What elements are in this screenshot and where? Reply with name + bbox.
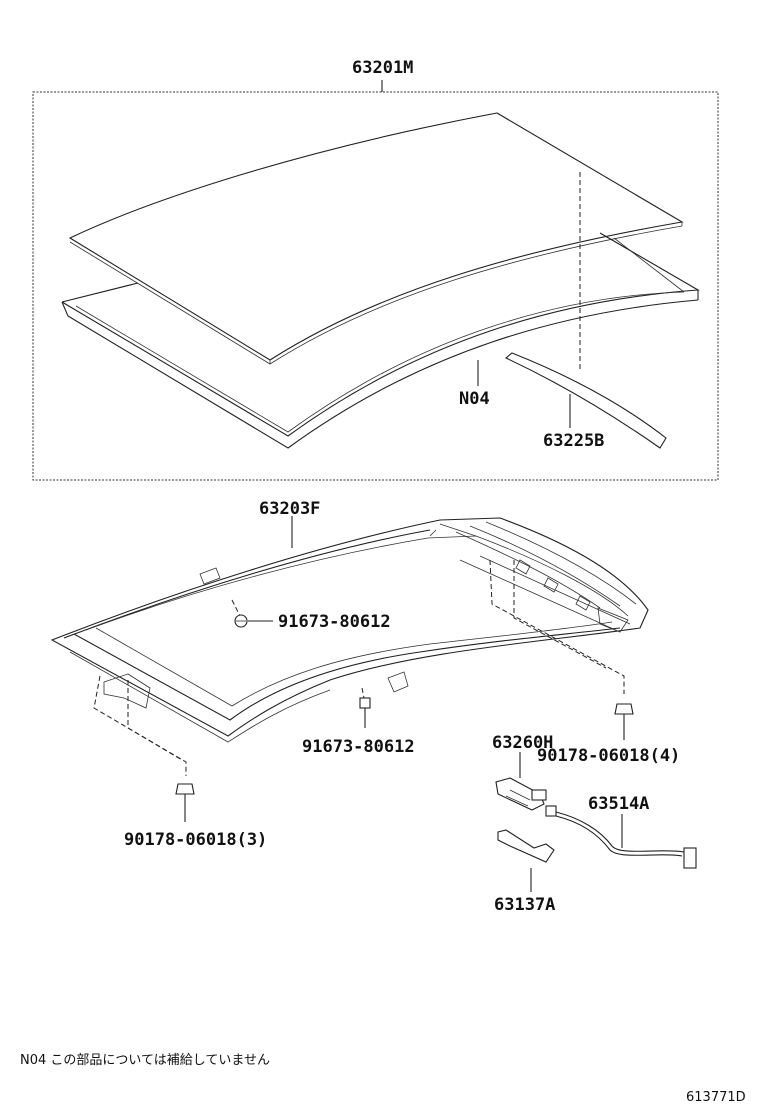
glass-panel [68,112,684,361]
label-N04: N04 [459,389,490,409]
drive-motor [495,752,547,811]
footer-note: N04 この部品については補給していません [20,1053,270,1068]
screw-upper [234,614,273,628]
label-63514A: 63514A [588,794,649,814]
label-63203F: 63203F [259,499,320,519]
nut-left [175,783,195,822]
screw-lower [359,697,371,728]
housing-frame-group [50,516,649,776]
motor-bracket [497,829,555,892]
label-63137A: 63137A [494,895,555,915]
assembly-box [32,91,719,481]
label-nut-right: 90178-06018(4) [537,746,680,766]
label-63260H: 63260H [492,733,553,753]
label-63225B: 63225B [543,431,604,451]
glass-assembly-group [32,80,719,481]
label-nut-left: 90178-06018(3) [124,830,267,850]
label-screw-lower: 91673-80612 [302,737,415,757]
nut-right [614,703,634,740]
weatherstrip-part [504,352,667,449]
label-63201M: 63201M [352,58,413,78]
housing-frame [50,517,649,737]
wire-harness [545,805,697,869]
glass-seal [61,232,700,437]
label-screw-upper: 91673-80612 [278,612,391,632]
drawing-code: 613771D [686,1090,746,1105]
